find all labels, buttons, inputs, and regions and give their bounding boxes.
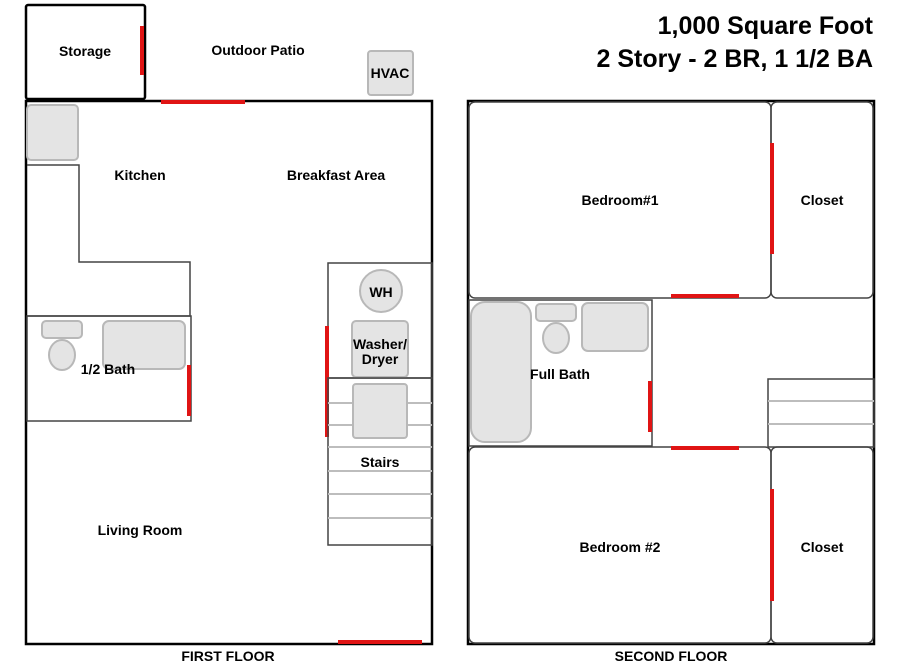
caption-second-floor: SECOND FLOOR bbox=[615, 648, 728, 664]
label-storage: Storage bbox=[59, 43, 111, 59]
label-bedroom-1: Bedroom#1 bbox=[581, 192, 658, 208]
washer-dryer-unit bbox=[351, 320, 409, 378]
label-living-room: Living Room bbox=[98, 522, 183, 538]
water-heater bbox=[359, 269, 403, 313]
label-full-bath: Full Bath bbox=[530, 366, 590, 382]
stairs-first-floor bbox=[327, 377, 433, 546]
label-bedroom-2: Bedroom #2 bbox=[580, 539, 661, 555]
plan-title-line2: 2 Story - 2 BR, 1 1/2 BA bbox=[597, 45, 873, 73]
second-floor-outline bbox=[466, 99, 876, 646]
label-water-heater: WH bbox=[369, 284, 392, 300]
refrigerator bbox=[26, 104, 79, 161]
stair-landing bbox=[352, 383, 408, 439]
full-bath-toilet bbox=[542, 322, 570, 354]
label-outdoor-patio: Outdoor Patio bbox=[211, 42, 304, 58]
half-bath-toilet-tank bbox=[41, 320, 83, 339]
label-half-bath: 1/2 Bath bbox=[81, 361, 135, 377]
label-washer: Washer/ bbox=[353, 336, 407, 352]
kitchen-counter bbox=[27, 164, 191, 317]
caption-first-floor: FIRST FLOOR bbox=[181, 648, 274, 664]
half-bath-vanity bbox=[102, 320, 186, 370]
first-floor: Storage Outdoor Patio HVAC Kitchen Break… bbox=[24, 3, 434, 664]
label-closet-2: Closet bbox=[801, 539, 844, 555]
bathtub bbox=[470, 301, 532, 443]
full-bath-vanity bbox=[581, 302, 649, 352]
label-dryer: Dryer bbox=[362, 351, 399, 367]
label-closet-1: Closet bbox=[801, 192, 844, 208]
half-bath-toilet bbox=[48, 339, 76, 371]
hvac-unit bbox=[367, 50, 414, 96]
label-kitchen: Kitchen bbox=[114, 167, 165, 183]
label-stairs: Stairs bbox=[361, 454, 400, 470]
plan-title-line1: 1,000 Square Foot bbox=[658, 12, 874, 40]
full-bath-toilet-tank bbox=[535, 303, 577, 322]
full-bath-room bbox=[468, 299, 653, 447]
label-breakfast-area: Breakfast Area bbox=[287, 167, 386, 183]
second-floor: Bedroom#1 Closet Full Bath Bedroom #2 Cl… bbox=[466, 99, 876, 664]
stairs-second-floor bbox=[767, 378, 875, 448]
label-hvac: HVAC bbox=[371, 65, 410, 81]
storage-room bbox=[24, 3, 147, 101]
